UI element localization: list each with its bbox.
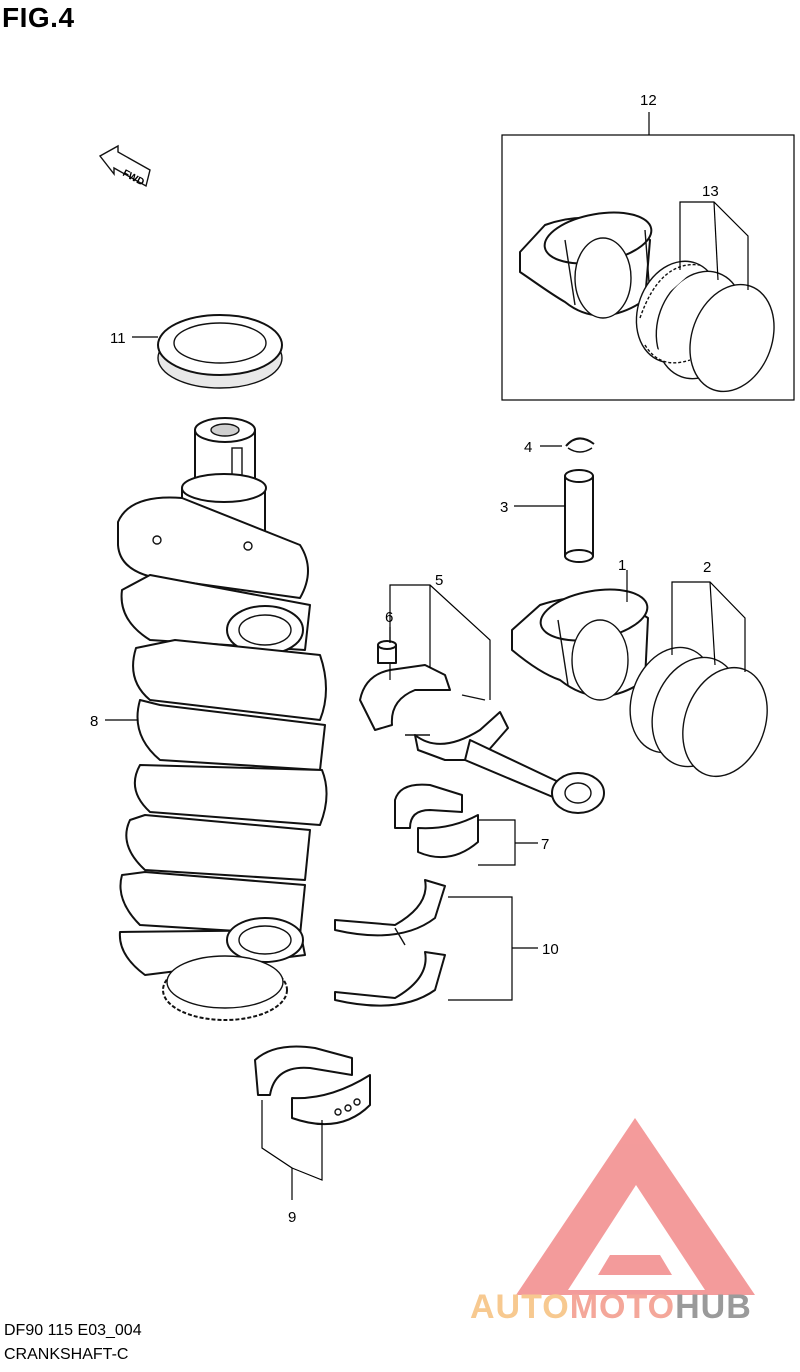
figure-title: FIG.4 bbox=[2, 2, 75, 33]
callout-7: 7 bbox=[541, 836, 549, 853]
callout-4: 4 bbox=[524, 439, 532, 456]
main-bearing-9 bbox=[254, 1045, 371, 1126]
brand-part-hub: HUB bbox=[675, 1288, 752, 1326]
callout-11: 11 bbox=[110, 330, 126, 347]
piston-rings-2 bbox=[629, 646, 768, 778]
diagram-code: DF90 115 E03_004 bbox=[4, 1322, 142, 1339]
callout-12: 12 bbox=[640, 92, 657, 109]
callout-1: 1 bbox=[618, 557, 626, 574]
dowel-pin-6 bbox=[377, 640, 397, 664]
section-name: CRANKSHAFT-C bbox=[4, 1346, 129, 1363]
oil-seal-11 bbox=[157, 314, 283, 389]
callout-10: 10 bbox=[542, 941, 559, 958]
watermark-logo-icon bbox=[516, 1118, 755, 1295]
fwd-arrow-icon: FWD bbox=[98, 144, 151, 188]
brand-part-auto: AUTO bbox=[470, 1288, 570, 1326]
watermark-brand: AUTOMOTOHUB bbox=[470, 1288, 752, 1327]
connecting-rod-5 bbox=[359, 664, 605, 814]
piston-kit-piston bbox=[519, 211, 653, 319]
brand-part-moto: MOTO bbox=[569, 1288, 676, 1326]
callout-2: 2 bbox=[703, 559, 711, 576]
conrod-bearing-7 bbox=[394, 783, 479, 859]
piston-kit-rings bbox=[635, 260, 775, 393]
callout-5: 5 bbox=[435, 572, 443, 589]
piston-kit-box bbox=[501, 134, 795, 401]
piston-pin-3 bbox=[564, 469, 594, 563]
callout-8: 8 bbox=[90, 713, 98, 730]
callout-9: 9 bbox=[288, 1209, 296, 1226]
piston-pin-circlip-4 bbox=[565, 437, 595, 453]
crankshaft-8 bbox=[117, 417, 328, 1021]
piston-1 bbox=[511, 588, 649, 701]
callout-3: 3 bbox=[500, 499, 508, 516]
callout-6: 6 bbox=[385, 609, 393, 626]
callout-13: 13 bbox=[702, 183, 719, 200]
thrust-washer-10 bbox=[334, 879, 446, 1007]
